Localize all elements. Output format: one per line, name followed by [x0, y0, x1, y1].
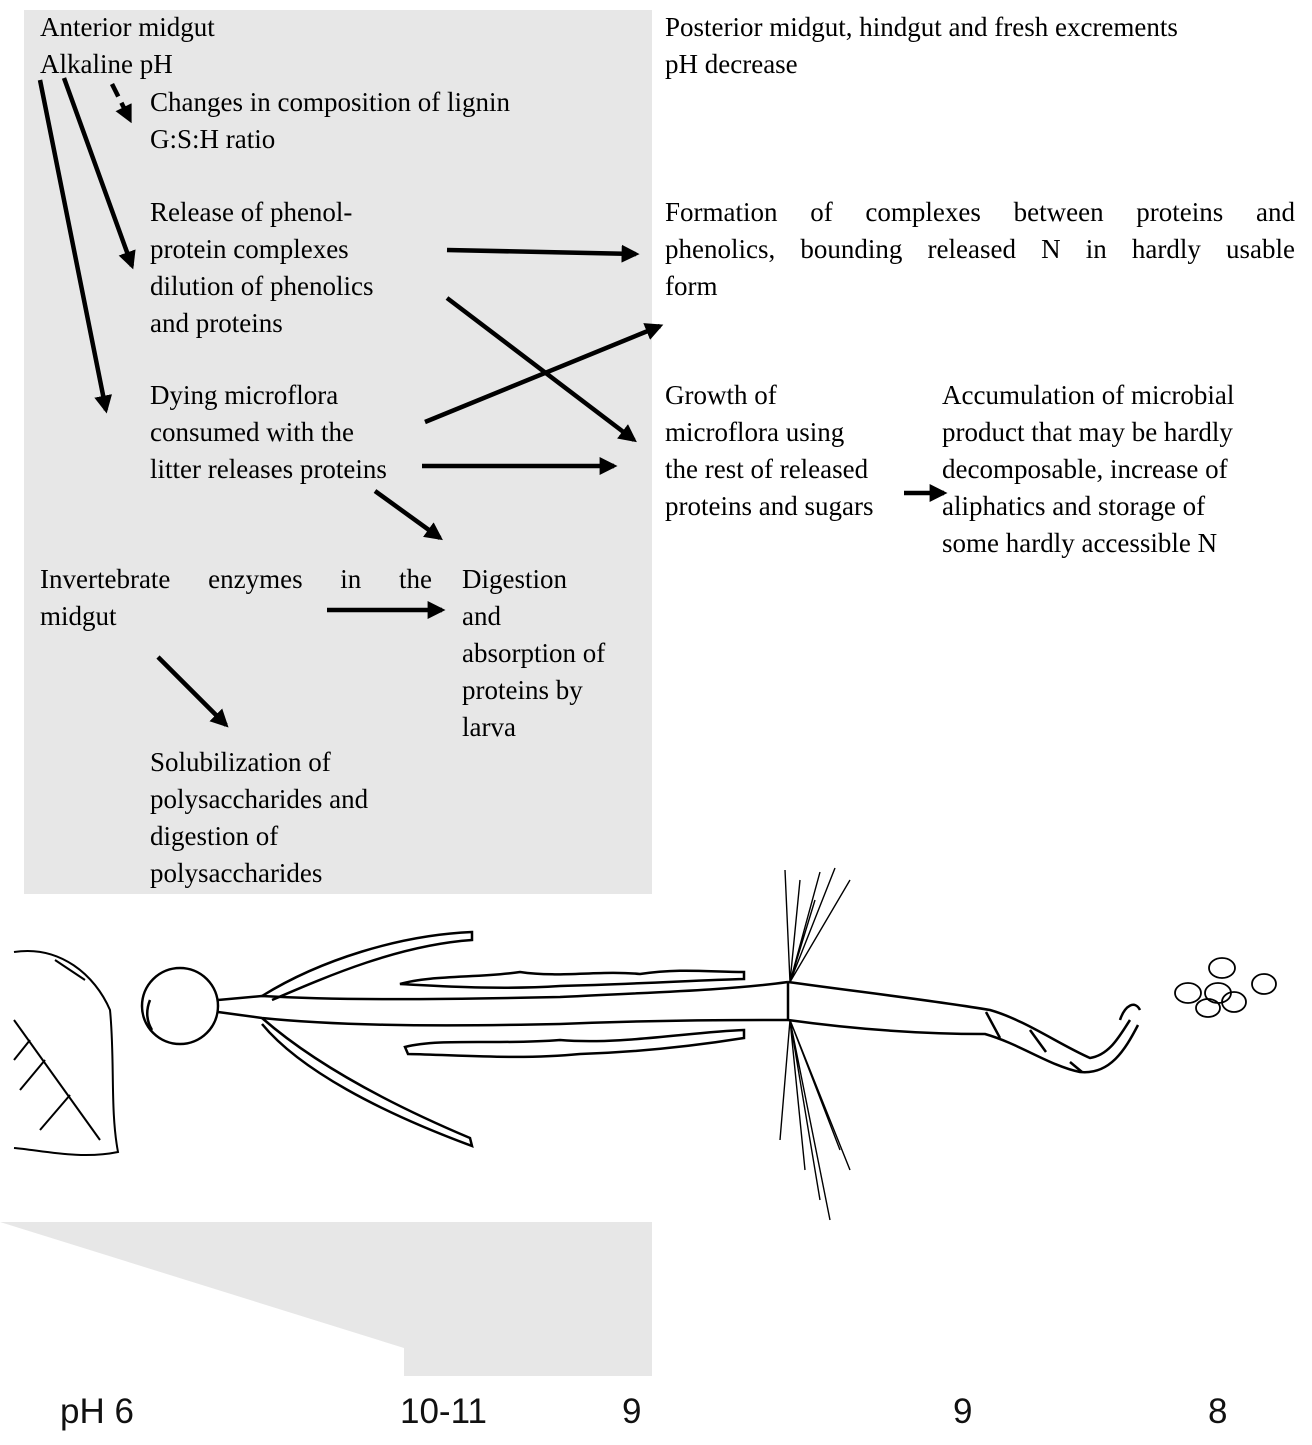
complexes-formation-line3: form	[665, 268, 717, 305]
ph-decrease-label: pH decrease	[665, 46, 798, 83]
dying-microflora-text: Dying microflora consumed with the litte…	[150, 377, 450, 488]
phenol-protein-release-text: Release of phenol- protein complexes dil…	[150, 194, 450, 342]
larva-hairs	[780, 868, 850, 1220]
arrow-dying-to-digestion	[375, 491, 440, 538]
larva-gut-drawing	[142, 932, 1140, 1146]
invertebrate-enzymes-line2: midgut	[40, 598, 117, 635]
ph-scale-anterior-midgut: 10-11	[400, 1392, 487, 1432]
anterior-midgut-title: Anterior midgut	[40, 9, 215, 46]
arrow-to-lignin	[112, 84, 130, 120]
excrement-pellets	[1175, 958, 1276, 1017]
invertebrate-enzymes-line1: Invertebrate enzymes in the	[40, 561, 432, 598]
ph-scale-hindgut: 9	[953, 1392, 972, 1432]
microflora-growth-text: Growth of microflora using the rest of r…	[665, 377, 910, 525]
complexes-formation-line1: Formation of complexes between proteins …	[665, 194, 1295, 231]
digestion-absorption-text: Digestion and absorption of proteins by …	[462, 561, 652, 746]
complexes-formation-line2: phenolics, bounding released N in hardly…	[665, 231, 1295, 268]
ph-scale-midgut: 9	[622, 1392, 641, 1432]
arrow-release-to-growth	[447, 298, 634, 440]
ph-scale-excrements: 8	[1208, 1392, 1227, 1432]
lignin-change-text: Changes in composition of lignin G:S:H r…	[150, 84, 630, 158]
posterior-midgut-title: Posterior midgut, hindgut and fresh excr…	[665, 9, 1178, 46]
alkaline-ph-label: Alkaline pH	[40, 46, 173, 83]
leaf-drawing	[14, 951, 118, 1155]
arrow-dying-to-complexes	[425, 326, 660, 422]
arrow-release-to-complexes	[447, 250, 636, 254]
microbial-accumulation-text: Accumulation of microbial product that m…	[942, 377, 1302, 562]
arrow-enzymes-to-solubilization	[158, 657, 226, 725]
arrow-to-dying	[40, 80, 106, 410]
ph-scale-leaf: pH 6	[60, 1392, 134, 1432]
solubilization-text: Solubilization of polysaccharides and di…	[150, 744, 450, 892]
